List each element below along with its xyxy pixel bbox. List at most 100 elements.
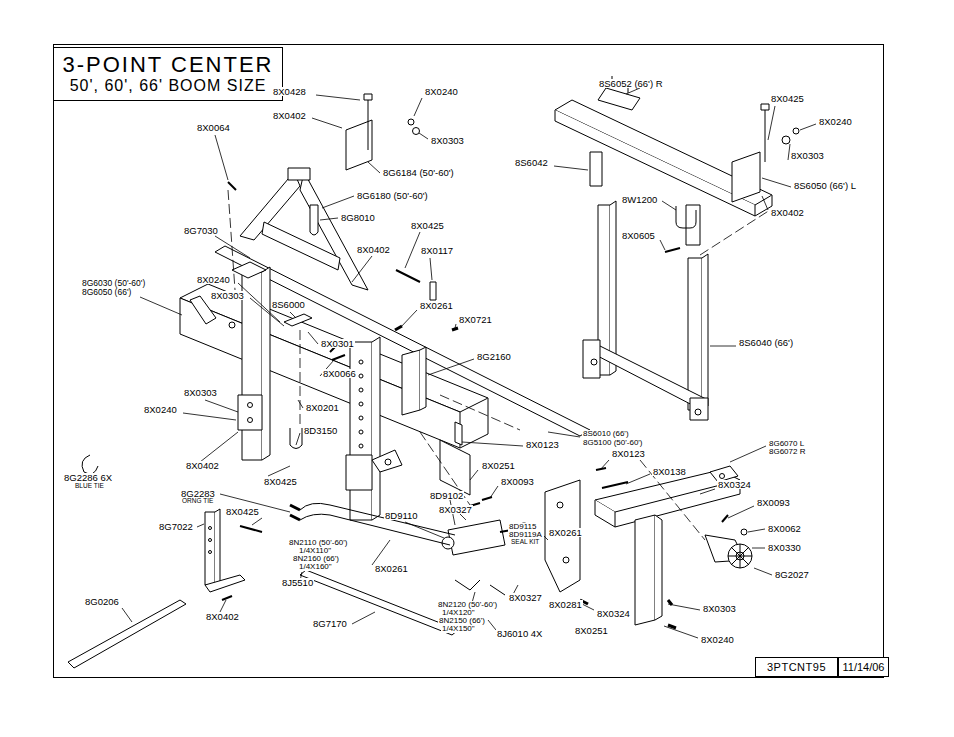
center-lines-part <box>640 460 705 540</box>
callout-number: 8X0327 <box>438 505 473 515</box>
callout-number: 8X0402 <box>770 208 805 218</box>
callout-number: 8G7022 <box>158 522 194 532</box>
leader-lines-part <box>600 460 609 470</box>
callout-number: 8X0605 <box>621 231 656 241</box>
callout-number: 8X0303 <box>183 388 218 398</box>
leader-lines-part <box>752 548 765 549</box>
implement-drawing-part <box>385 459 391 465</box>
leader-lines-part <box>762 178 791 187</box>
title-box: 3-POINT CENTER50', 60', 66' BOOM SIZE <box>53 47 283 101</box>
implement-drawing-part <box>359 430 363 434</box>
leader-lines-part <box>748 529 765 532</box>
center-lines-part <box>420 432 470 505</box>
callout-number: 8X0425 <box>225 507 260 517</box>
callout-number: 8X0240 <box>196 275 231 285</box>
callout-number: 8G2283 <box>180 489 216 499</box>
callout-number: ORNG TIE <box>181 498 214 505</box>
implement-drawing-part <box>359 360 363 364</box>
callout-number: 8X0281 <box>548 600 583 610</box>
implement-drawing-part <box>635 515 655 625</box>
implement-drawing-part <box>610 201 616 375</box>
frame-border <box>54 45 884 678</box>
callout-number: 8S6010 (66') <box>582 430 630 438</box>
callout-number: 8G6030 (50'-60') <box>81 279 146 288</box>
implement-drawing-part <box>372 337 380 520</box>
implement-drawing-part <box>470 497 492 506</box>
implement-drawing-part <box>448 520 505 555</box>
callout-number: 8D9115 <box>508 523 537 531</box>
callout-number: 8X0425 <box>263 477 298 487</box>
implement-drawing-part <box>300 172 368 290</box>
callout-number: 1/4X160" <box>298 563 333 571</box>
implement-drawing-part <box>359 402 363 406</box>
implement-drawing-part <box>240 526 262 532</box>
leader-lines-part <box>352 256 372 282</box>
callout-number: 8X0330 <box>767 543 802 553</box>
leader-lines <box>122 88 816 638</box>
leader-lines-part <box>220 600 226 612</box>
implement-drawing-part <box>396 270 420 282</box>
implement-drawing-part <box>359 444 363 448</box>
leader-lines-part <box>252 518 262 525</box>
leader-lines-part <box>582 604 594 610</box>
implement-drawing-part <box>595 500 615 527</box>
implement-drawing-part <box>205 575 245 592</box>
implement-drawing-part <box>688 258 702 410</box>
callout-number: 8X0303 <box>790 151 825 161</box>
callout-number: 8X0301 <box>320 339 355 349</box>
implement-drawing-part <box>82 455 98 474</box>
implement-drawing-part <box>741 529 747 535</box>
implement-drawing-part <box>555 100 772 205</box>
callout-number: 8G2286 6X <box>63 473 113 483</box>
implement-drawing-part <box>290 428 302 449</box>
callout-number: 8X0402 <box>356 245 391 255</box>
leader-lines-part <box>728 506 754 518</box>
implement-drawing-part <box>238 395 262 430</box>
callout-number: 8X0428 <box>272 87 307 97</box>
implement-drawing-part <box>359 388 363 392</box>
callout-number: 8X0402 <box>185 461 220 471</box>
callout-number: SEAL KIT <box>510 539 540 546</box>
implement-drawing-part <box>222 596 232 600</box>
callout-number: 8X0303 <box>430 136 465 146</box>
callout-number: BLUE TIE <box>74 483 105 490</box>
leader-lines-part <box>298 400 303 408</box>
leader-lines-part <box>548 432 580 437</box>
leader-lines-part <box>710 346 736 347</box>
leader-lines-part <box>322 196 354 208</box>
implement-drawing-part <box>413 128 420 135</box>
callout-number: 8G6072 R <box>768 448 806 456</box>
implement-drawing-part <box>665 248 680 252</box>
implement-drawing-part <box>310 205 318 235</box>
implement-drawing-part <box>590 152 602 186</box>
callout-number: 8X0261 <box>419 301 454 311</box>
implement-drawing-part <box>782 136 790 144</box>
callout-number: 8X0066 <box>322 369 357 379</box>
callout-number: 8D9110 <box>384 511 419 521</box>
callout-number: 8W1200 <box>621 195 658 205</box>
callout-number: 8N2120 (50'-60') <box>437 601 498 609</box>
frame-border-part <box>54 45 884 678</box>
leader-lines-part <box>430 258 432 280</box>
implement-drawing-part <box>262 267 270 460</box>
title-box-subheading: 50', 60', 66' BOOM SIZE <box>70 77 267 95</box>
implement-drawing-part <box>452 328 458 330</box>
callout-number: 8N2110 (50'-60') <box>288 539 349 547</box>
leader-lines-part <box>554 166 588 170</box>
leader-lines-part <box>419 133 428 139</box>
implement-drawing-part <box>555 110 755 216</box>
callout-number: 8S6042 <box>514 158 549 168</box>
implement-drawing-part <box>248 403 253 408</box>
implement-drawing-part <box>346 455 372 490</box>
callout-number: 1/4X150" <box>441 625 476 633</box>
leader-lines-part <box>320 218 338 220</box>
callout-number: 8X0064 <box>196 123 231 133</box>
callout-number: 8X0240 <box>818 117 853 127</box>
callout-number: 8X0251 <box>574 626 609 636</box>
leader-lines-part <box>768 106 775 140</box>
implement-drawing-part <box>765 110 766 162</box>
implement-drawing-part <box>686 205 700 245</box>
leader-lines-part <box>290 312 296 318</box>
leader-lines-part <box>140 297 182 315</box>
